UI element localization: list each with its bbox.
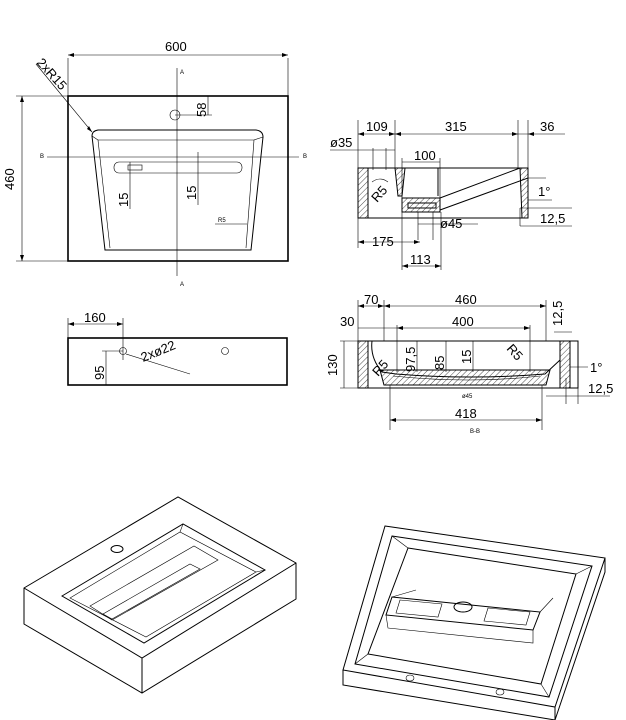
dim-418: 418 <box>455 406 477 421</box>
front-view: 160 95 2xø22 <box>67 310 288 386</box>
dim-36: 36 <box>540 119 554 134</box>
side-section-view: R5 109 315 36 ø35 100 1° 12,5 ø45 <box>330 119 572 270</box>
dim-bb-15: 15 <box>459 350 474 364</box>
dim-bb-r5-right: R5 <box>504 341 526 363</box>
isometric-view-right <box>342 525 606 720</box>
iso-right-hole-left-icon <box>405 674 415 682</box>
dim-bb-small: ø45 <box>462 394 473 400</box>
dim-85: 85 <box>432 356 447 370</box>
dim-97-5: 97,5 <box>403 347 418 372</box>
dim-bb-12-5-top: 12,5 <box>550 301 565 326</box>
top-view-outline <box>67 95 289 262</box>
dim-height: 460 <box>2 168 17 190</box>
dim-inner-radius: R5 <box>218 218 226 224</box>
side-section-left-wall <box>357 167 369 219</box>
dim-175: 175 <box>372 234 394 249</box>
dim-side-r5: R5 <box>368 183 390 205</box>
section-b-left-label: B <box>40 154 44 160</box>
dim-side-12-5: 12,5 <box>540 211 565 226</box>
dim-diam45: ø45 <box>440 216 462 231</box>
dim-drain-left: 15 <box>116 193 131 207</box>
isometric-view-left <box>23 496 297 694</box>
dim-bb-460: 460 <box>455 292 477 307</box>
dim-95: 95 <box>92 366 107 380</box>
top-view: A A B B 600 460 2xR15 58 15 15 R5 <box>2 39 307 288</box>
section-bb-floor <box>379 369 551 386</box>
front-hole-right-icon <box>221 347 229 355</box>
dim-315: 315 <box>445 119 467 134</box>
iso-left-outline <box>23 496 297 694</box>
dim-160: 160 <box>84 310 106 325</box>
section-bb-label: B-B <box>470 429 480 435</box>
section-a-bottom-label: A <box>180 282 184 288</box>
iso-left-tap-hole-icon <box>110 545 124 553</box>
dim-30: 30 <box>340 314 354 329</box>
dim-109: 109 <box>366 119 388 134</box>
dim-width: 600 <box>165 39 187 54</box>
dim-130: 130 <box>325 354 340 376</box>
dim-bb-1deg: 1° <box>590 360 602 375</box>
section-bb-view: 70 460 12,5 30 400 130 97,5 85 15 R5 R5 … <box>325 292 613 435</box>
dim-400: 400 <box>452 314 474 329</box>
dim-diam35: ø35 <box>330 135 352 150</box>
top-view-drain-slot <box>113 161 243 174</box>
dim-100: 100 <box>414 148 436 163</box>
front-view-outline <box>67 337 288 386</box>
dim-side-1deg: 1° <box>538 184 550 199</box>
section-a-top-label: A <box>180 70 184 76</box>
dim-bb-12-5-side: 12,5 <box>588 381 613 396</box>
dim-corner-radius: 2xR15 <box>34 55 70 93</box>
iso-right-hole-right-icon <box>495 688 505 696</box>
dim-holes: 2xø22 <box>139 337 178 364</box>
dim-tap-offset: 58 <box>194 103 209 117</box>
dim-113: 113 <box>410 252 431 267</box>
section-b-right-label: B <box>303 154 307 160</box>
dim-drain-right: 15 <box>184 186 199 200</box>
iso-right-drain-icon <box>453 601 473 613</box>
dim-70: 70 <box>364 292 378 307</box>
top-view-basin-outer <box>91 129 264 251</box>
